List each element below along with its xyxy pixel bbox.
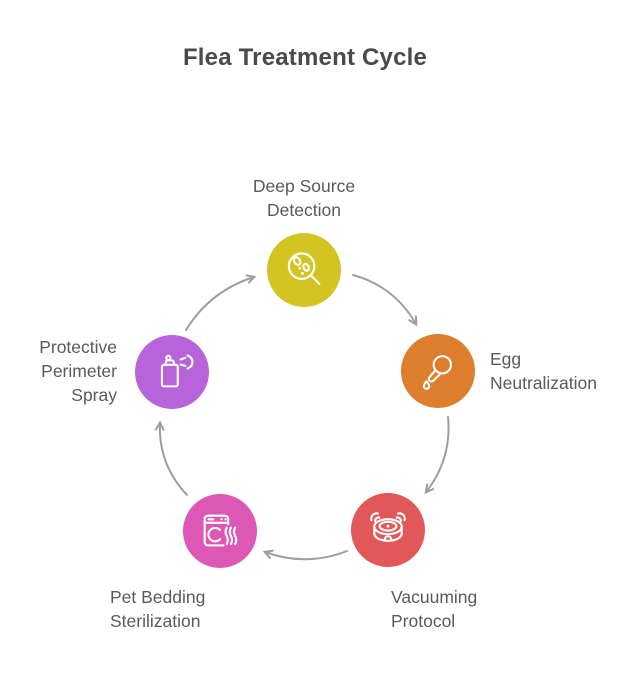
step-node-deep-source-detection bbox=[267, 233, 341, 307]
step-node-vacuuming-protocol bbox=[351, 493, 425, 567]
washing-machine-steam-icon bbox=[203, 514, 238, 547]
label-line: Egg bbox=[490, 349, 522, 369]
label-line: Protocol bbox=[391, 611, 456, 631]
step-node-protective-perimeter-spray bbox=[135, 335, 209, 409]
label-line: Deep Source bbox=[252, 176, 356, 196]
label-line: Detection bbox=[267, 200, 341, 220]
label-line: Protective bbox=[39, 337, 117, 357]
step-label-vacuuming-protocol: Vacuuming Protocol bbox=[391, 585, 477, 633]
step-label-pet-bedding-sterilization: Pet Bedding Sterilization bbox=[110, 585, 205, 633]
step-node-pet-bedding-sterilization bbox=[183, 494, 257, 568]
arrow-egg-to-vacuum bbox=[426, 416, 450, 492]
step-label-deep-source-detection: Deep Source Detection bbox=[204, 174, 404, 222]
label-line: Pet Bedding bbox=[110, 587, 206, 607]
robot-vacuum-icon bbox=[370, 512, 406, 542]
label-line: Neutralization bbox=[490, 373, 597, 393]
label-line: Spray bbox=[71, 385, 117, 405]
label-line: Vacuuming bbox=[391, 587, 478, 607]
step-node-egg-neutralization bbox=[401, 334, 475, 408]
arrow-spray-to-detection bbox=[185, 277, 254, 331]
step-label-protective-perimeter-spray: Protective Perimeter Spray bbox=[39, 335, 117, 407]
spray-can-icon bbox=[160, 354, 194, 388]
treatment-dropper-icon bbox=[422, 355, 452, 390]
label-line: Sterilization bbox=[110, 611, 201, 631]
arrow-detection-to-egg bbox=[352, 274, 416, 324]
arrow-vacuum-to-bedding bbox=[265, 551, 348, 561]
arrow-bedding-to-spray bbox=[160, 423, 188, 496]
step-label-egg-neutralization: Egg Neutralization bbox=[490, 347, 597, 395]
label-line: Perimeter bbox=[41, 361, 117, 381]
magnifying-glass-eggs-icon bbox=[287, 252, 321, 285]
page-title: Flea Treatment Cycle bbox=[182, 44, 428, 71]
